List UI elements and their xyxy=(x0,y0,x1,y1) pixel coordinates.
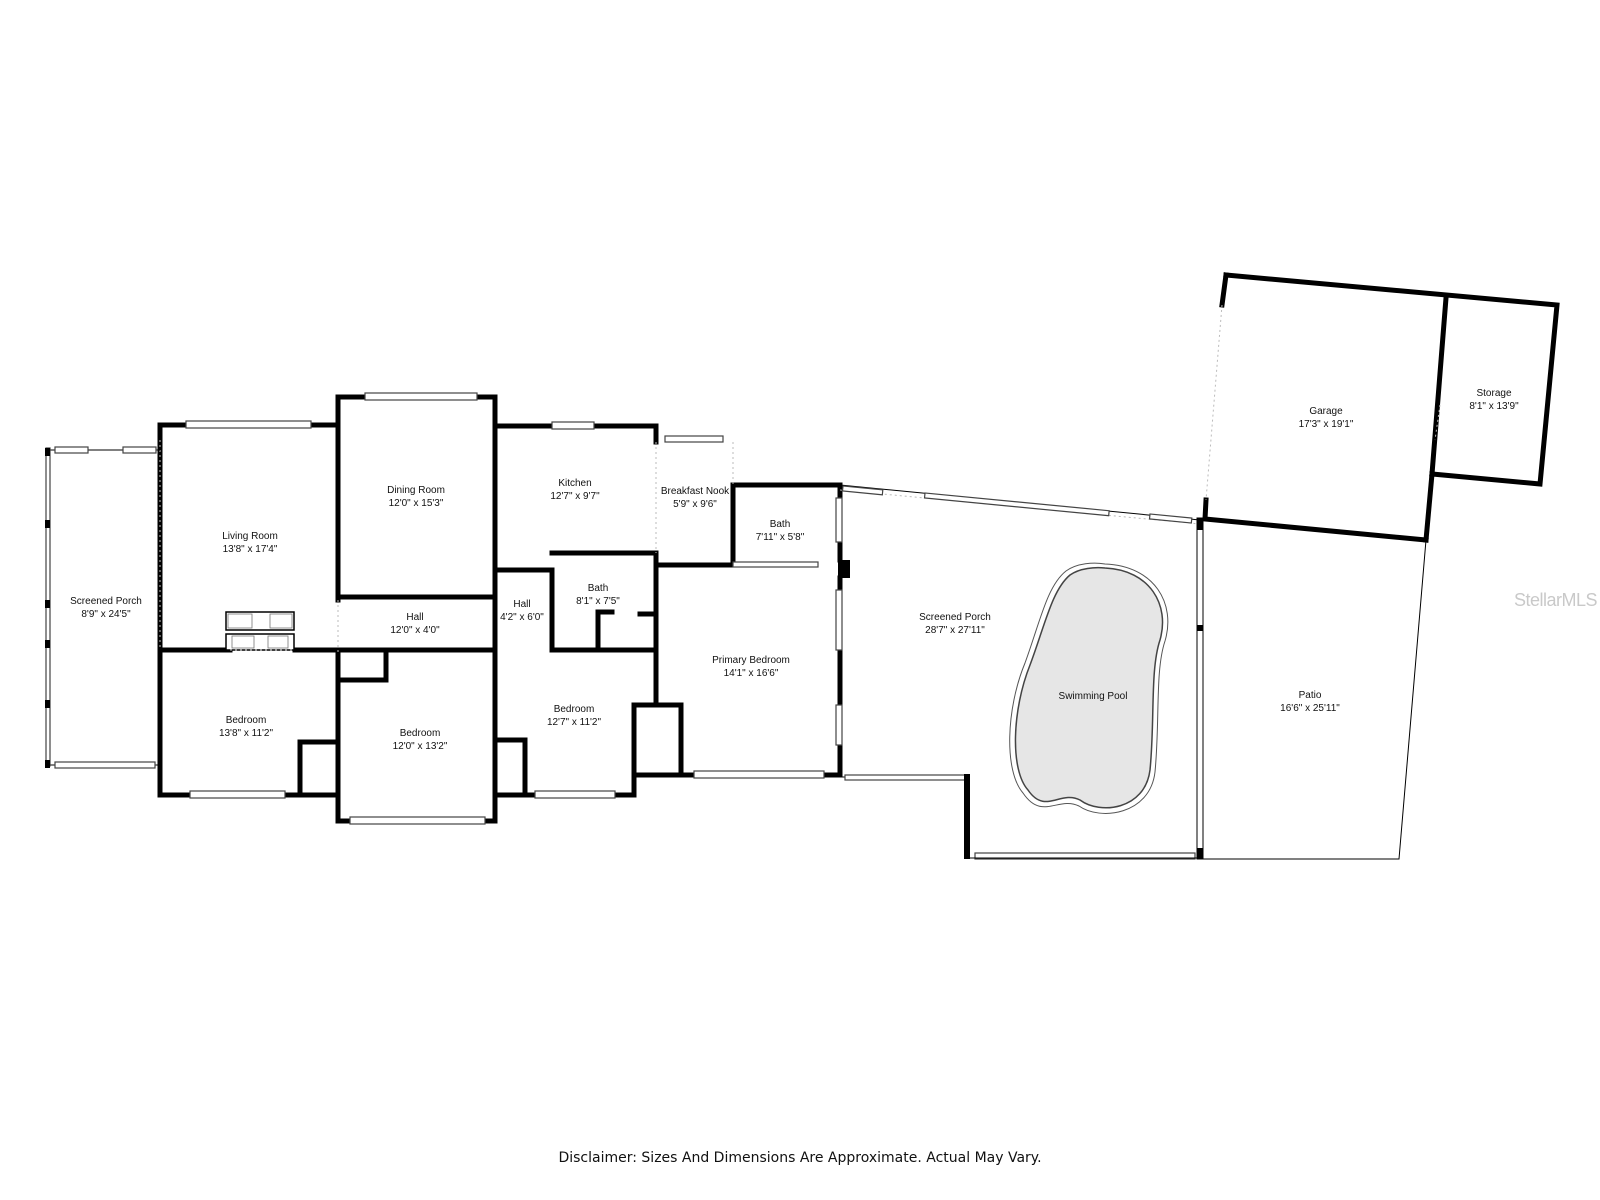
room-name-kitchen: Kitchen xyxy=(558,478,591,489)
room-dims-hall-main: 12'0" x 4'0" xyxy=(390,625,440,636)
room-dims-bath-primary: 7'11" x 5'8" xyxy=(756,532,805,543)
room-dims-screened-porch-east: 28'7" x 27'11" xyxy=(925,625,985,636)
room-name-dining-room: Dining Room xyxy=(387,485,445,496)
openings xyxy=(159,440,734,655)
room-name-bedroom-center: Bedroom xyxy=(400,728,441,739)
room-dims-storage: 8'1" x 13'9" xyxy=(1469,401,1519,412)
room-name-hall-small: Hall xyxy=(513,599,530,610)
room-name-patio: Patio xyxy=(1299,690,1322,701)
main-house-windows xyxy=(185,392,843,825)
room-labels: Screened Porch 8'9" x 24'5" Living Room … xyxy=(70,388,1519,752)
room-name-living-room: Living Room xyxy=(222,531,278,542)
disclaimer: Disclaimer: Sizes And Dimensions Are App… xyxy=(558,1150,1042,1166)
room-dims-bedroom-west: 13'8" x 11'2" xyxy=(219,728,274,739)
room-name-hall-main: Hall xyxy=(406,612,423,623)
room-dims-dining-room: 12'0" x 15'3" xyxy=(389,498,444,509)
fireplace xyxy=(225,611,295,651)
room-name-screened-porch-west: Screened Porch xyxy=(70,596,142,607)
room-dims-screened-porch-west: 8'9" x 24'5" xyxy=(81,609,131,620)
room-name-bedroom-east: Bedroom xyxy=(554,704,595,715)
room-dims-living-room: 13'8" x 17'4" xyxy=(223,544,278,555)
room-name-screened-porch-east: Screened Porch xyxy=(919,612,991,623)
room-dims-bedroom-center: 12'0" x 13'2" xyxy=(393,741,448,752)
swimming-pool-shape xyxy=(1009,562,1169,814)
main-house-walls xyxy=(157,394,843,824)
watermark: StellarMLS xyxy=(1513,590,1598,610)
room-dims-primary-bedroom: 14'1" x 16'6" xyxy=(724,668,779,679)
room-dims-breakfast-nook: 5'9" x 9'6" xyxy=(673,499,717,510)
garage-walls xyxy=(1202,272,1560,543)
room-name-garage: Garage xyxy=(1309,406,1343,417)
column xyxy=(838,560,850,578)
room-name-primary-bedroom: Primary Bedroom xyxy=(712,655,790,666)
room-name-storage: Storage xyxy=(1476,388,1511,399)
room-dims-kitchen: 12'7" x 9'7" xyxy=(550,491,600,502)
west-porch-walls xyxy=(45,446,160,769)
room-name-bedroom-west: Bedroom xyxy=(226,715,267,726)
patio-outline xyxy=(1203,539,1427,860)
room-name-breakfast-nook: Breakfast Nook xyxy=(661,486,730,497)
room-name-bath-primary: Bath xyxy=(770,519,791,530)
room-dims-bedroom-east: 12'7" x 11'2" xyxy=(547,717,602,728)
room-dims-hall-small: 4'2" x 6'0" xyxy=(500,612,544,623)
room-dims-bath-hall: 8'1" x 7'5" xyxy=(576,596,620,607)
room-dims-patio: 16'6" x 25'11" xyxy=(1280,703,1340,714)
room-dims-garage: 17'3" x 19'1" xyxy=(1299,419,1354,430)
east-porch-walls xyxy=(839,484,1204,860)
room-name-swimming-pool: Swimming Pool xyxy=(1059,691,1128,702)
room-name-bath-hall: Bath xyxy=(588,583,609,594)
